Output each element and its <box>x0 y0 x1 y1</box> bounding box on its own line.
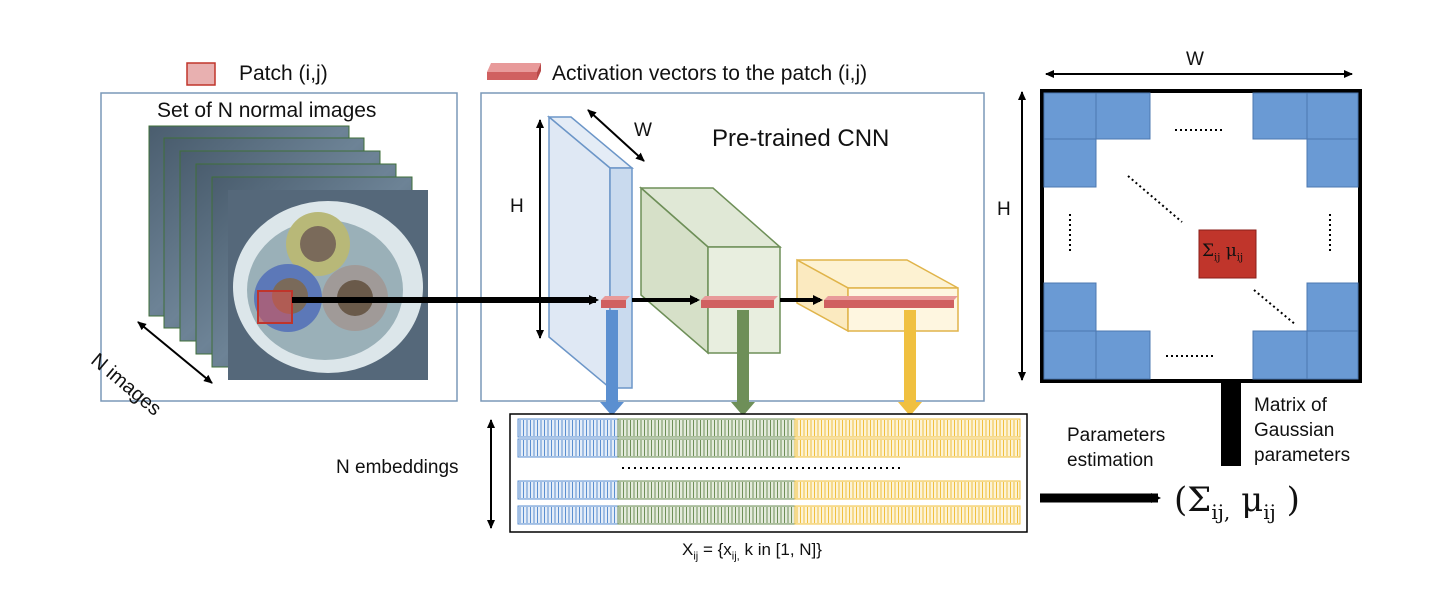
formula-rest: k in [1, N]} <box>739 540 822 559</box>
cnn-title: Pre-trained CNN <box>712 125 890 152</box>
matrix-ellipses <box>1069 129 1331 357</box>
formula-x: X <box>682 540 694 559</box>
matrix-red-cell <box>1198 229 1257 279</box>
embeddings-formula: Xij = {xij, k in [1, N]} <box>682 541 822 562</box>
estimation-label-line2: estimation <box>1067 450 1154 471</box>
matrix-cell-text: Σij μij <box>1202 243 1243 263</box>
activation-legend-swatch <box>487 63 541 80</box>
formula-sub-2: ij, <box>731 550 740 563</box>
embedding-rows <box>517 418 1021 525</box>
cnn-layer-2 <box>639 186 782 355</box>
patch-marker <box>257 290 293 324</box>
activation-legend-label: Activation vectors to the patch (i,j) <box>552 62 868 85</box>
patch-legend-swatch <box>186 62 216 86</box>
images-panel-frame <box>100 92 458 402</box>
cell-sub-2: ij <box>1236 252 1244 264</box>
embedding-row <box>517 505 1021 525</box>
cell-sigma: Σ <box>1202 241 1215 261</box>
cnn-layer-1 <box>546 115 635 390</box>
estimation-label-line1: Parameters <box>1067 425 1166 446</box>
patch-legend-label: Patch (i,j) <box>239 62 328 85</box>
params-sub-1: ij, <box>1211 499 1231 524</box>
cnn-panel-frame <box>480 92 985 402</box>
matrix-caption-line2: Gaussian <box>1254 420 1335 441</box>
gaussian-params: (Σij, μij ) <box>1174 483 1300 522</box>
images-panel-title: Set of N normal images <box>157 99 377 122</box>
cell-sub-1: ij <box>1214 252 1221 264</box>
green-down-arrow <box>731 310 755 416</box>
activation-bar-2 <box>701 296 778 308</box>
activation-bar-1 <box>601 296 630 308</box>
n-images-arrow <box>137 321 213 384</box>
params-close: ) <box>1275 480 1300 520</box>
image-stack <box>148 125 428 380</box>
matrix-width-label: W <box>1186 49 1204 70</box>
params-sigma: (Σ <box>1174 480 1212 520</box>
params-mu: μ <box>1230 480 1264 520</box>
matrix-caption-line3: parameters <box>1254 445 1351 466</box>
cable-photo <box>228 190 428 380</box>
formula-mid: = {x <box>698 540 732 559</box>
cnn-layer-3 <box>796 258 959 333</box>
cnn-width-label: W <box>634 120 652 141</box>
activation-bar-3 <box>824 296 958 308</box>
yellow-down-arrow <box>898 310 922 416</box>
matrix-caption-line1: Matrix of <box>1254 395 1327 416</box>
formula-sub-1: ij <box>693 550 699 563</box>
embedding-row <box>517 480 1021 500</box>
cell-mu: μ <box>1220 241 1237 261</box>
embedding-row <box>517 418 1021 438</box>
cnn-height-label: H <box>510 196 524 217</box>
embedding-row <box>517 438 1021 458</box>
n-embeddings-label: N embeddings <box>336 457 459 478</box>
matrix-height-label: H <box>997 199 1011 220</box>
matrix-blue-cells <box>1043 92 1359 380</box>
cnn-width-arrow <box>587 109 645 162</box>
blue-down-arrow <box>600 310 624 416</box>
params-sub-2: ij <box>1263 499 1276 524</box>
